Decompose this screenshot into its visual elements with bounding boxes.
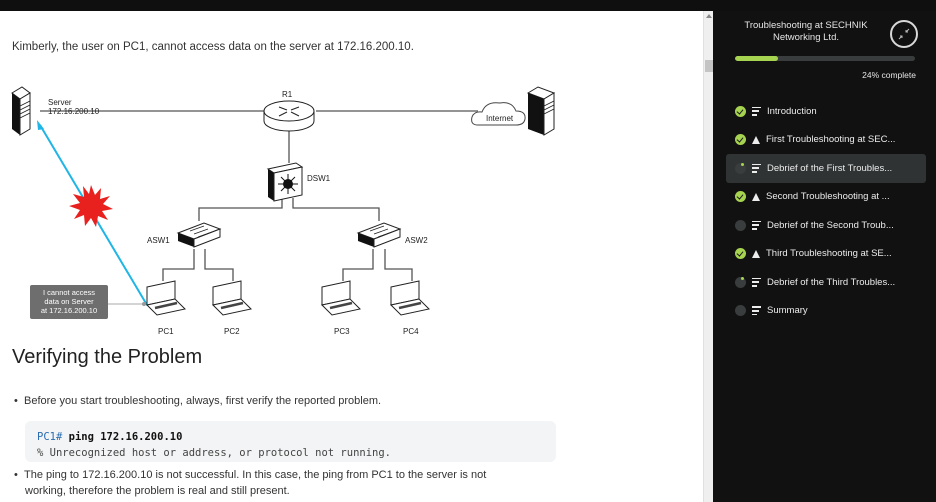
- callout-box: [30, 285, 108, 319]
- text-lines-icon: [752, 277, 761, 287]
- pc2-label: PC2: [224, 327, 240, 336]
- not-started-icon: [735, 219, 746, 231]
- text-lines-icon: [752, 220, 761, 230]
- nav-item-label: Introduction: [767, 105, 817, 117]
- pc3-icon: [320, 280, 362, 316]
- nav-item-label: Debrief of the First Troubles...: [767, 162, 893, 174]
- link-asw2-pc4: [384, 249, 413, 281]
- bullet-dot: •: [14, 469, 18, 481]
- pc4-icon: [389, 280, 431, 316]
- dsw1-label: DSW1: [307, 174, 331, 183]
- in-progress-icon: [735, 162, 746, 174]
- intro-text: Kimberly, the user on PC1, cannot access…: [12, 41, 414, 53]
- pc4-label: PC4: [403, 327, 419, 336]
- link-dsw1-asw1: [198, 198, 283, 221]
- callout-line-3: at 172.16.200.10: [41, 306, 97, 315]
- nav-item-8[interactable]: Summary: [726, 297, 926, 326]
- asw2-label: ASW2: [405, 236, 428, 245]
- progress-bar-fill: [735, 56, 779, 61]
- nav-item-4[interactable]: Second Troubleshooting at ...: [726, 183, 926, 212]
- link-asw1-pc1: [162, 249, 195, 281]
- completed-check-icon: [735, 191, 746, 203]
- nav-item-label: Third Troubleshooting at SE...: [766, 248, 892, 260]
- lab-flask-icon: [752, 135, 760, 144]
- pc3-label: PC3: [334, 327, 350, 336]
- in-progress-icon: [735, 276, 746, 288]
- bullet-dot: •: [14, 395, 18, 407]
- completed-check-icon: [735, 105, 746, 117]
- not-started-icon: [735, 305, 746, 317]
- lab-flask-icon: [752, 192, 760, 201]
- lab-flask-icon: [752, 249, 760, 258]
- code-output: % Unrecognized host or address, or proto…: [37, 447, 392, 459]
- pc1-label: PC1: [158, 327, 174, 336]
- error-burst-icon: [69, 185, 113, 227]
- nav-item-6[interactable]: Third Troubleshooting at SE...: [726, 240, 926, 269]
- nav-item-label: Debrief of the Third Troubles...: [767, 276, 896, 288]
- nav-item-label: Summary: [767, 305, 808, 317]
- code-block: PC1# ping 172.16.200.10 % Unrecognized h…: [25, 421, 556, 462]
- nav-item-1[interactable]: Introduction: [726, 97, 926, 126]
- text-lines-icon: [752, 163, 761, 173]
- code-prompt: PC1#: [37, 431, 63, 443]
- nav-item-label: Debrief of the Second Troub...: [767, 219, 894, 231]
- failed-path-arrowhead: [37, 120, 44, 130]
- callout-line-2: data on Server: [44, 297, 94, 306]
- server-icon: [11, 86, 31, 136]
- content-scrollbar[interactable]: [703, 11, 713, 502]
- collapse-arrows-icon: [898, 28, 910, 40]
- bullet-verify: • Before you start troubleshooting, alway…: [14, 393, 554, 409]
- progress-text: 24% complete: [862, 70, 916, 80]
- internet-label: Internet: [486, 114, 514, 123]
- link-asw2-pc3: [342, 249, 374, 281]
- code-command: ping 172.16.200.10: [68, 431, 183, 443]
- nav-item-label: First Troubleshooting at SEC...: [766, 134, 896, 146]
- collapse-button[interactable]: [890, 20, 918, 48]
- bullet-text-line-1: The ping to 172.16.200.10 is not success…: [24, 469, 487, 481]
- router-icon: [263, 100, 315, 132]
- bullet-text: Before you start troubleshooting, always…: [24, 395, 382, 407]
- nav-item-7[interactable]: Debrief of the Third Troubles...: [726, 268, 926, 297]
- server-label: Server: [48, 98, 72, 107]
- bullet-text-line-2: working, therefore the problem is real a…: [25, 485, 290, 497]
- course-title: Troubleshooting at SECHNIK Networking Lt…: [744, 20, 868, 43]
- progress-bar: [735, 56, 915, 61]
- internet-server-icon: [526, 86, 556, 136]
- completed-check-icon: [735, 134, 746, 146]
- link-dsw1-asw2: [292, 198, 380, 221]
- nav-item-label: Second Troubleshooting at ...: [766, 191, 890, 203]
- distribution-switch-icon: [266, 162, 304, 202]
- text-lines-icon: [752, 306, 761, 316]
- window-top-bar: [0, 0, 936, 11]
- nav-item-3[interactable]: Debrief of the First Troubles...: [726, 154, 926, 183]
- section-heading: Verifying the Problem: [12, 346, 203, 368]
- internet-cloud-icon: [471, 102, 526, 126]
- nav-item-2[interactable]: First Troubleshooting at SEC...: [726, 126, 926, 155]
- content-pane: Kimberly, the user on PC1, cannot access…: [0, 11, 703, 502]
- pc1-icon: [145, 280, 187, 316]
- asw1-label: ASW1: [147, 236, 170, 245]
- completed-check-icon: [735, 248, 746, 260]
- scroll-thumb[interactable]: [705, 60, 713, 72]
- text-lines-icon: [752, 106, 761, 116]
- callout-connector-dot: [142, 302, 146, 306]
- network-diagram: Server 172.16.200.10 R1 DSW1 Internet: [11, 86, 556, 336]
- nav-item-5[interactable]: Debrief of the Second Troub...: [726, 211, 926, 240]
- access-switch-1-icon: [176, 222, 222, 248]
- callout-line-1: I cannot access: [43, 288, 95, 297]
- bullet-result: • The ping to 172.16.200.10 is not succes…: [14, 467, 554, 499]
- server-ip-label: 172.16.200.10: [48, 107, 100, 116]
- scroll-up-arrow-icon[interactable]: [706, 14, 712, 18]
- pc2-icon: [211, 280, 253, 316]
- link-asw1-pc2: [204, 249, 234, 281]
- course-sidebar: Troubleshooting at SECHNIK Networking Lt…: [723, 11, 936, 502]
- access-switch-2-icon: [356, 222, 402, 248]
- router-label: R1: [282, 90, 293, 99]
